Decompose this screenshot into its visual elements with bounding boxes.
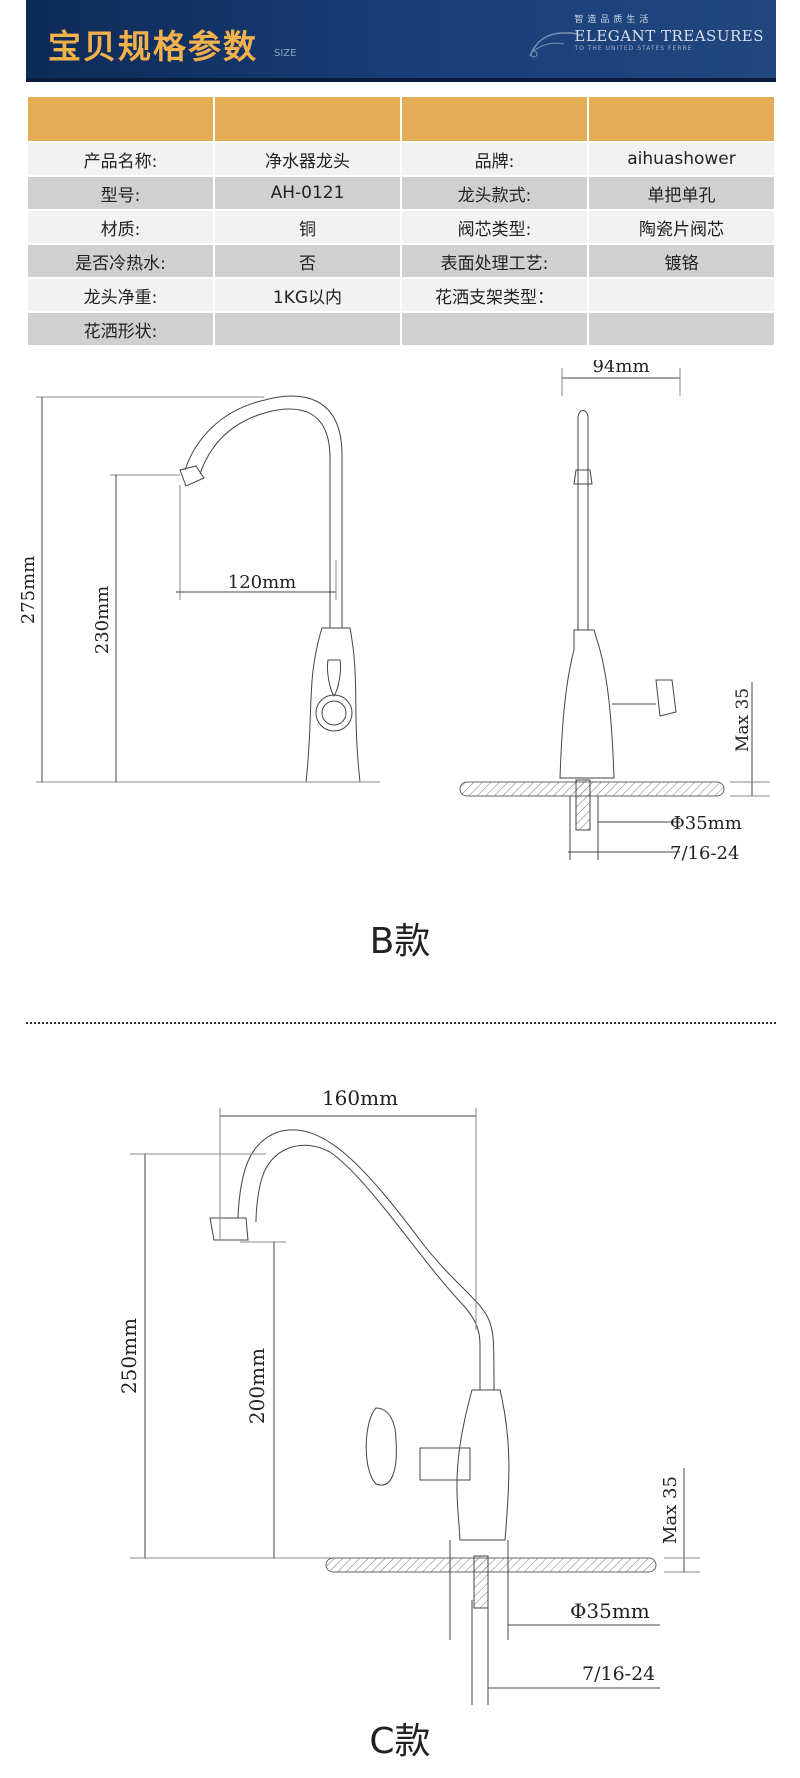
dim-b-spout-height: 230mm bbox=[92, 586, 113, 655]
spec-value: 否 bbox=[215, 245, 400, 277]
table-row: 龙头净重: 1KG以内 花洒支架类型： bbox=[28, 279, 774, 311]
brand-logo-icon bbox=[529, 32, 579, 58]
dim-b-reach: 120mm bbox=[228, 572, 297, 593]
faucet-b-handle-ring bbox=[315, 694, 353, 732]
spec-value: 镀铬 bbox=[589, 245, 774, 277]
faucet-b-side bbox=[577, 410, 589, 630]
spec-table: 产品名称: 净水器龙头 品牌: aihuashower 型号: AH-0121 … bbox=[26, 95, 776, 347]
banner-stripe bbox=[26, 78, 776, 82]
dim-c-hole: Φ35mm bbox=[570, 1599, 650, 1623]
dim-c-max: Max 35 bbox=[660, 1476, 681, 1544]
spec-header-row bbox=[28, 97, 774, 141]
table-row: 产品名称: 净水器龙头 品牌: aihuashower bbox=[28, 143, 774, 175]
spec-value: aihuashower bbox=[589, 143, 774, 175]
spec-label bbox=[402, 313, 587, 345]
caption-b: B款 bbox=[369, 921, 431, 962]
spec-label: 龙头净重: bbox=[28, 279, 213, 311]
spec-label: 材质: bbox=[28, 211, 213, 243]
dim-c-total-height: 250mm bbox=[117, 1318, 141, 1394]
spec-header-cell bbox=[402, 97, 587, 141]
dim-c-spout-height: 200mm bbox=[245, 1348, 269, 1424]
dim-b-thread: 7/16-24 bbox=[670, 843, 739, 864]
page-title: 宝贝规格参数 bbox=[48, 27, 258, 66]
faucet-b-side-lever bbox=[612, 679, 677, 717]
spec-value: 陶瓷片阀芯 bbox=[589, 211, 774, 243]
counter-c bbox=[325, 1557, 657, 1573]
header-banner: 宝贝规格参数 SIZE 智造品质生活 ELEGANT TREASURES TO … bbox=[26, 0, 776, 82]
spec-label: 表面处理工艺: bbox=[402, 245, 587, 277]
dim-b-width: 94mm bbox=[592, 360, 649, 377]
diagram-b: 275mm 230mm 120mm 94mm Max 35 Φ35mm 7/16… bbox=[18, 360, 770, 864]
faucet-c-body bbox=[456, 1389, 510, 1541]
faucet-b-side-aerator bbox=[573, 469, 593, 485]
dim-c-reach: 160mm bbox=[322, 1086, 398, 1110]
faucet-c-aerator bbox=[209, 1217, 249, 1241]
diagram-c: 160mm 250mm 200mm Max 35 Φ35mm 7/16-24 bbox=[117, 1086, 700, 1705]
faucet-b-body bbox=[305, 627, 361, 783]
spec-label: 品牌: bbox=[402, 143, 587, 175]
spec-value bbox=[589, 279, 774, 311]
spec-label: 阀芯类型: bbox=[402, 211, 587, 243]
counter-b bbox=[459, 781, 725, 797]
divider bbox=[26, 1022, 776, 1024]
spec-header-cell bbox=[589, 97, 774, 141]
tagline-sub: TO THE UNITED STATES FERRE bbox=[574, 45, 693, 52]
spec-label: 花洒支架类型： bbox=[402, 279, 587, 311]
faucet-b-front bbox=[184, 395, 343, 628]
spec-label: 是否冷热水: bbox=[28, 245, 213, 277]
spec-value bbox=[589, 313, 774, 345]
faucet-b-aerator bbox=[179, 465, 205, 487]
spec-label: 花洒形状: bbox=[28, 313, 213, 345]
spec-value: AH-0121 bbox=[215, 177, 400, 209]
spec-label: 型号: bbox=[28, 177, 213, 209]
table-row: 材质: 铜 阀芯类型: 陶瓷片阀芯 bbox=[28, 211, 774, 243]
spec-value: 1KG以内 bbox=[215, 279, 400, 311]
table-row: 型号: AH-0121 龙头款式: 单把单孔 bbox=[28, 177, 774, 209]
dim-b-total-height: 275mm bbox=[18, 556, 39, 625]
spec-label: 产品名称: bbox=[28, 143, 213, 175]
spec-header-cell bbox=[215, 97, 400, 141]
faucet-b-side-body bbox=[559, 629, 615, 779]
banner-tagline: 智造品质生活 ELEGANT TREASURES TO THE UNITED S… bbox=[574, 12, 764, 52]
spec-label: 龙头款式: bbox=[402, 177, 587, 209]
table-row: 花洒形状: bbox=[28, 313, 774, 345]
spec-value: 铜 bbox=[215, 211, 400, 243]
spec-value: 净水器龙头 bbox=[215, 143, 400, 175]
faucet-b-lever bbox=[327, 659, 341, 697]
faucet-c-spout bbox=[237, 1129, 495, 1391]
dim-b-hole: Φ35mm bbox=[670, 813, 742, 834]
faucet-c-collar bbox=[419, 1447, 471, 1481]
size-label: SIZE bbox=[274, 48, 297, 59]
dim-b-max: Max 35 bbox=[733, 688, 753, 752]
spec-value bbox=[215, 313, 400, 345]
caption-c: C款 bbox=[369, 1721, 431, 1762]
table-row: 是否冷热水: 否 表面处理工艺: 镀铬 bbox=[28, 245, 774, 277]
tagline-en: ELEGANT TREASURES bbox=[574, 27, 764, 45]
faucet-c-lever bbox=[365, 1407, 397, 1486]
spec-value: 单把单孔 bbox=[589, 177, 774, 209]
dim-c-thread: 7/16-24 bbox=[582, 1663, 655, 1685]
spec-header-cell bbox=[28, 97, 213, 141]
tagline-cn: 智造品质生活 bbox=[574, 15, 653, 25]
